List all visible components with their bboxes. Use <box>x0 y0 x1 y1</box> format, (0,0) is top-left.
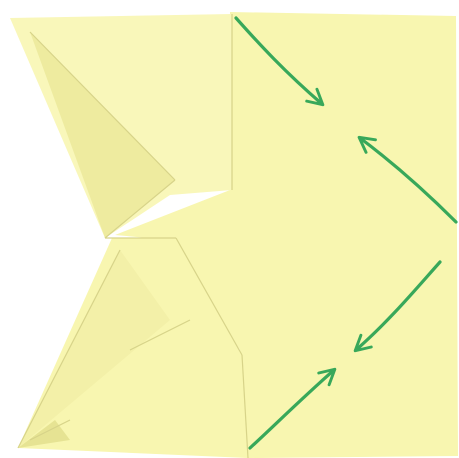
folded-paper-scene <box>0 0 459 458</box>
